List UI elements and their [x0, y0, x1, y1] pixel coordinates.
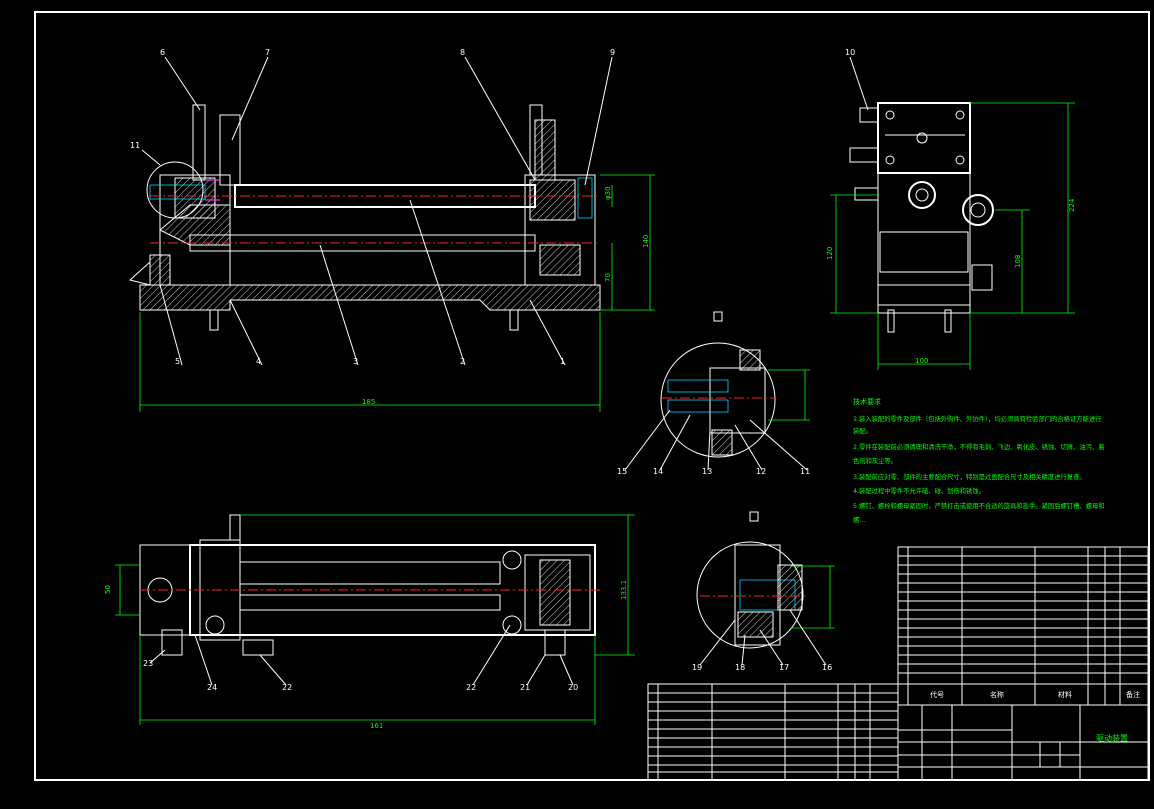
callout-6: 6: [160, 48, 165, 57]
tech-line-3: 2.零件在装配前必须清理和清洗干净，不得有毛刺、飞边、氧化皮、锈蚀、切屑、油污、…: [853, 442, 1105, 451]
bom-col-material: 材料: [1058, 690, 1072, 699]
callout-11a: 11: [130, 141, 140, 150]
bom-col-remark: 备注: [1126, 690, 1140, 699]
callout-1: 1: [560, 357, 565, 366]
dim-top-length: 161: [370, 722, 383, 730]
title-block: [897, 704, 1149, 781]
callout-5: 5: [175, 357, 180, 366]
tech-requirements: 技术要求 1.装入装配的零件及部件（包括外购件、外协件），均必须具有检验部门的合…: [853, 397, 1105, 524]
callout-19: 19: [692, 663, 702, 672]
front-leaders: [141, 56, 613, 366]
dim-side-right: 108: [1014, 255, 1022, 268]
dim-top-height: 133.1: [620, 580, 628, 600]
bom-left: [647, 683, 899, 781]
bom-col-code: 代号: [930, 690, 944, 699]
dim-front-length: 185: [362, 398, 375, 406]
tech-line-6: 4.装配过程中零件不允许磕、碰、划伤和锈蚀。: [853, 486, 985, 495]
callout-24: 24: [207, 683, 217, 692]
dim-front-height: 140: [642, 235, 650, 248]
callout-22a: 22: [282, 683, 292, 692]
callout-18: 18: [735, 663, 745, 672]
callout-7: 7: [265, 48, 270, 57]
detail-view-2: [696, 511, 835, 666]
callout-11b: 11: [800, 467, 810, 476]
bom-col-name: 名称: [990, 690, 1004, 699]
callout-9: 9: [610, 48, 615, 57]
side-view: [830, 56, 1075, 370]
callout-14: 14: [653, 467, 663, 476]
callout-17: 17: [779, 663, 789, 672]
callout-22b: 22: [466, 683, 476, 692]
callout-21: 21: [520, 683, 530, 692]
callout-10: 10: [845, 48, 855, 57]
dim-front-low: 70: [604, 273, 612, 282]
tech-line-2: 装配。: [853, 426, 872, 435]
front-section-view: [128, 104, 655, 412]
drawing-border: [34, 11, 1150, 781]
detail-view-1: [624, 311, 810, 471]
callout-2: 2: [460, 357, 465, 366]
tech-line-7: 5.螺钉、螺栓和螺母紧固时，严禁打击或使用不合适的旋具和扳手。紧固后螺钉槽、螺母…: [853, 501, 1105, 510]
tech-line-4: 色剂和灰尘等。: [853, 456, 897, 465]
callout-23: 23: [143, 659, 153, 668]
callout-15: 15: [617, 467, 627, 476]
dim-top-left: 50: [104, 585, 112, 594]
callout-4: 4: [256, 357, 261, 366]
dim-front-top: φ30: [604, 186, 612, 200]
callout-16: 16: [822, 663, 832, 672]
dim-side-height: 224: [1068, 198, 1076, 212]
drawing-title: 驱动装置: [1096, 733, 1128, 743]
tech-line-5: 3.装配前应对零、部件的主要配合尺寸，特别是过盈配合尺寸及相关精度进行复查。: [853, 472, 1086, 481]
tech-line-8: 螺...: [853, 515, 865, 524]
callout-3: 3: [353, 357, 358, 366]
dim-side-mid: 120: [826, 247, 834, 260]
top-view: [115, 514, 635, 725]
callout-13: 13: [702, 467, 712, 476]
callout-8: 8: [460, 48, 465, 57]
callout-12: 12: [756, 467, 766, 476]
callout-20: 20: [568, 683, 578, 692]
tech-line-1: 1.装入装配的零件及部件（包括外购件、外协件），均必须具有检验部门的合格证方能进…: [853, 414, 1102, 423]
bom-right: [897, 546, 1149, 706]
dim-side-width: 100: [915, 357, 928, 365]
tech-title: 技术要求: [853, 397, 881, 406]
